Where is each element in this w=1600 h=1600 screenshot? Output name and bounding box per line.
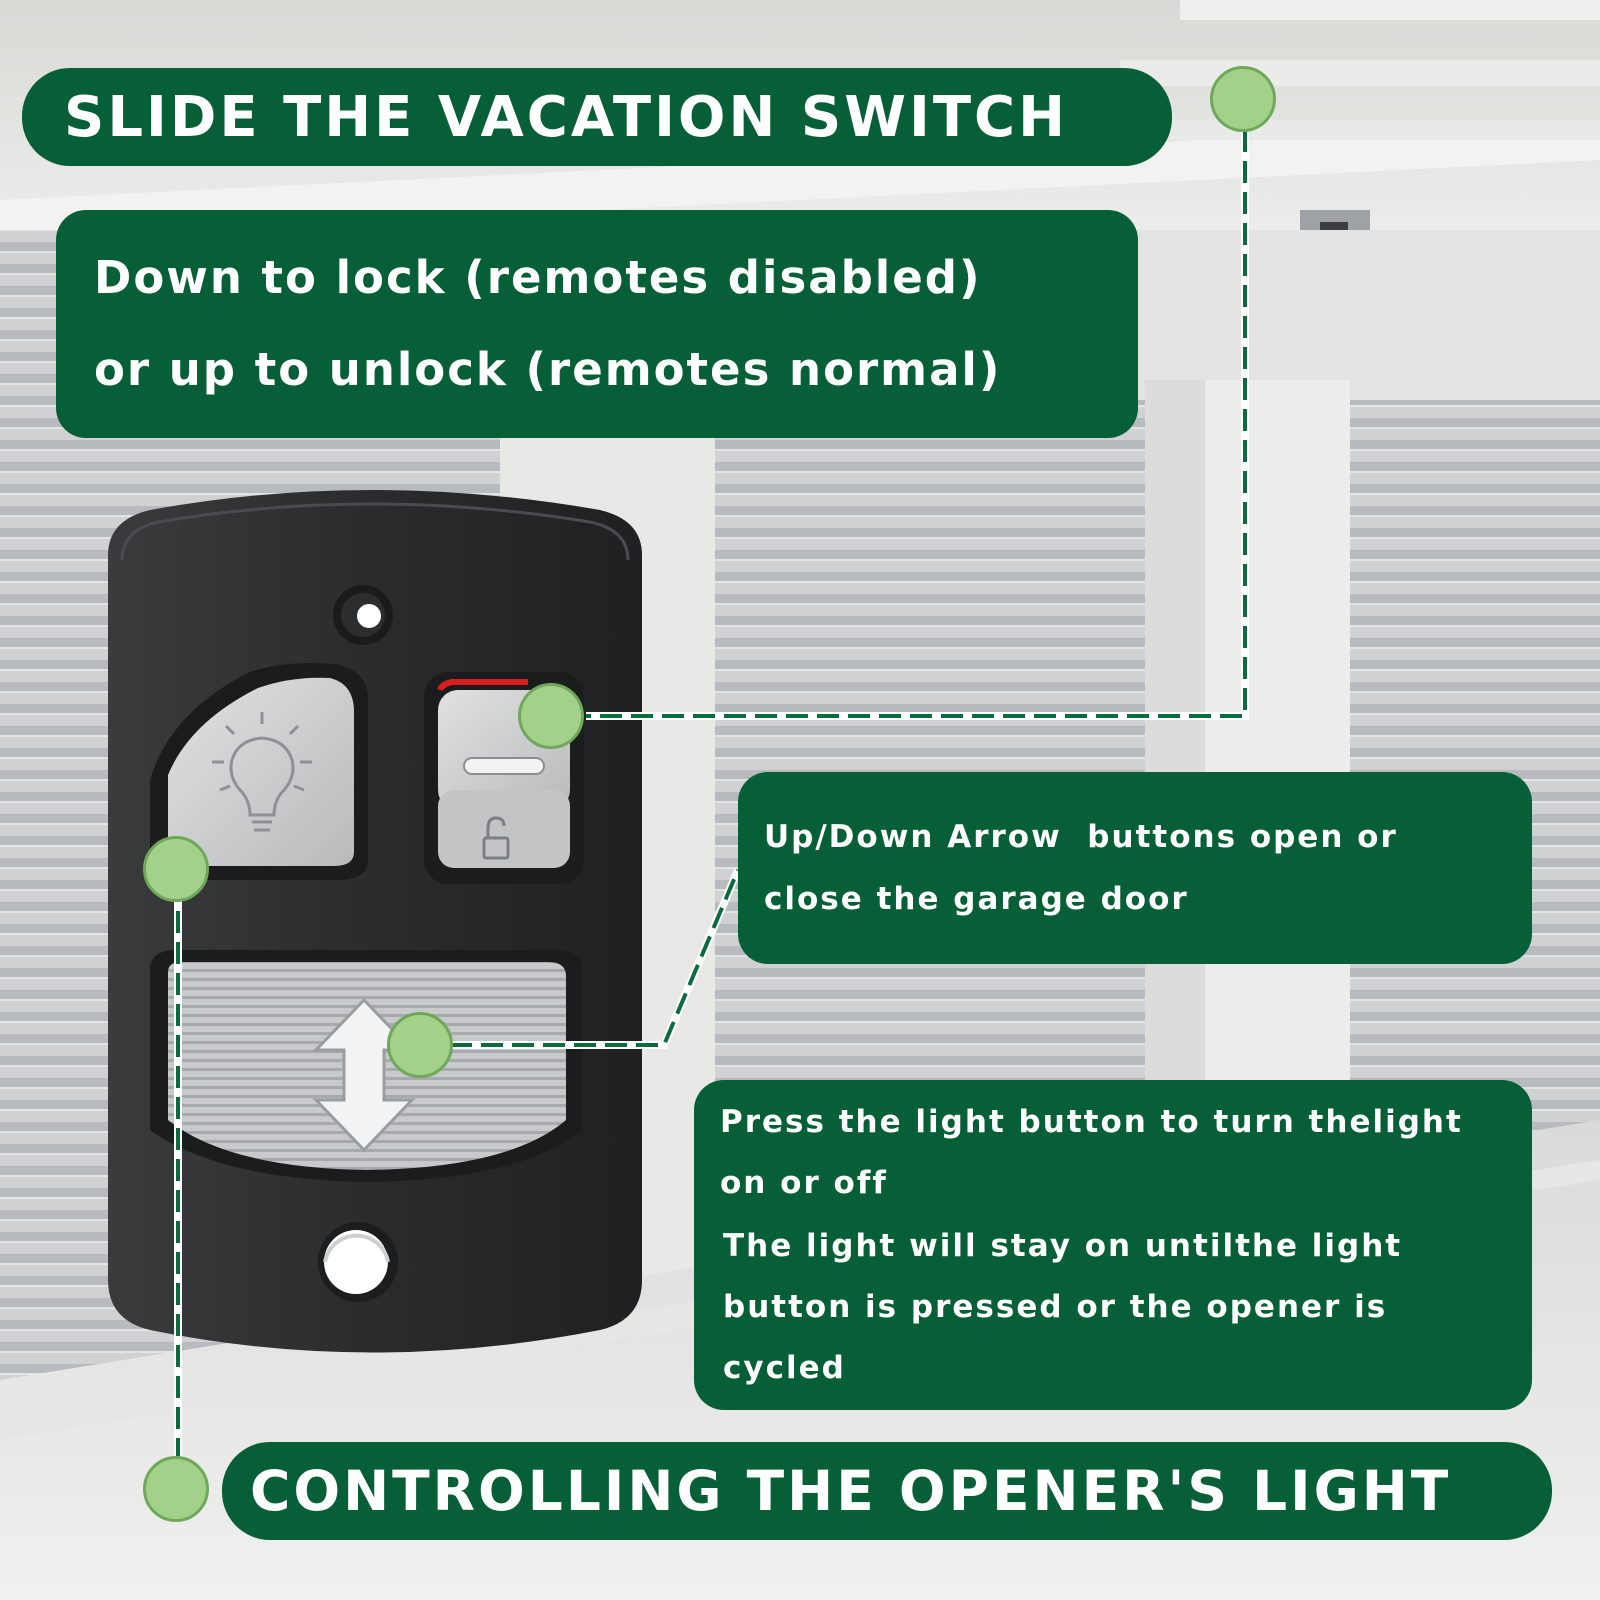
vacation-switch-heading-text: SLIDE THE VACATION SWITCH — [64, 84, 1068, 150]
light-callout-line-2: on or off — [720, 1164, 888, 1201]
vacation-switch-callout: Down to lock (remotes disabled) or up to… — [56, 210, 1138, 438]
callout-marker-vacation-switch — [518, 683, 584, 749]
vacation-callout-line-1: Down to lock (remotes disabled) — [94, 251, 982, 304]
opener-light-heading-text: CONTROLLING THE OPENER'S LIGHT — [250, 1459, 1452, 1523]
light-button[interactable] — [168, 677, 354, 866]
callout-marker-light-title — [143, 1456, 209, 1522]
arrow-callout-line-2: close the garage door — [764, 881, 1189, 917]
opener-light-heading: CONTROLLING THE OPENER'S LIGHT — [222, 1442, 1552, 1540]
unlock-icon — [482, 816, 510, 860]
light-bulb-icon — [212, 712, 312, 832]
light-button-callout: Press the light button to turn thelight … — [694, 1080, 1532, 1410]
light-callout-line-5: cycled — [723, 1349, 846, 1386]
vacation-switch-heading: SLIDE THE VACATION SWITCH — [22, 68, 1172, 166]
light-callout-line-3: The light will stay on untilthe light — [723, 1227, 1403, 1264]
arrow-button-callout: Up/Down Arrow buttons open or close the … — [738, 772, 1532, 964]
callout-marker-light-button — [143, 836, 209, 902]
light-callout-line-4: button is pressed or the opener is — [723, 1288, 1388, 1325]
arrow-callout-line-1: Up/Down Arrow buttons open or — [764, 819, 1398, 855]
wall-control-panel — [108, 490, 642, 1353]
light-callout-line-1: Press the light button to turn thelight — [720, 1103, 1463, 1140]
vacation-callout-line-2: or up to unlock (remotes normal) — [94, 343, 1002, 396]
callout-marker-arrow-button — [387, 1012, 453, 1078]
callout-marker-vacation-title — [1210, 66, 1276, 132]
